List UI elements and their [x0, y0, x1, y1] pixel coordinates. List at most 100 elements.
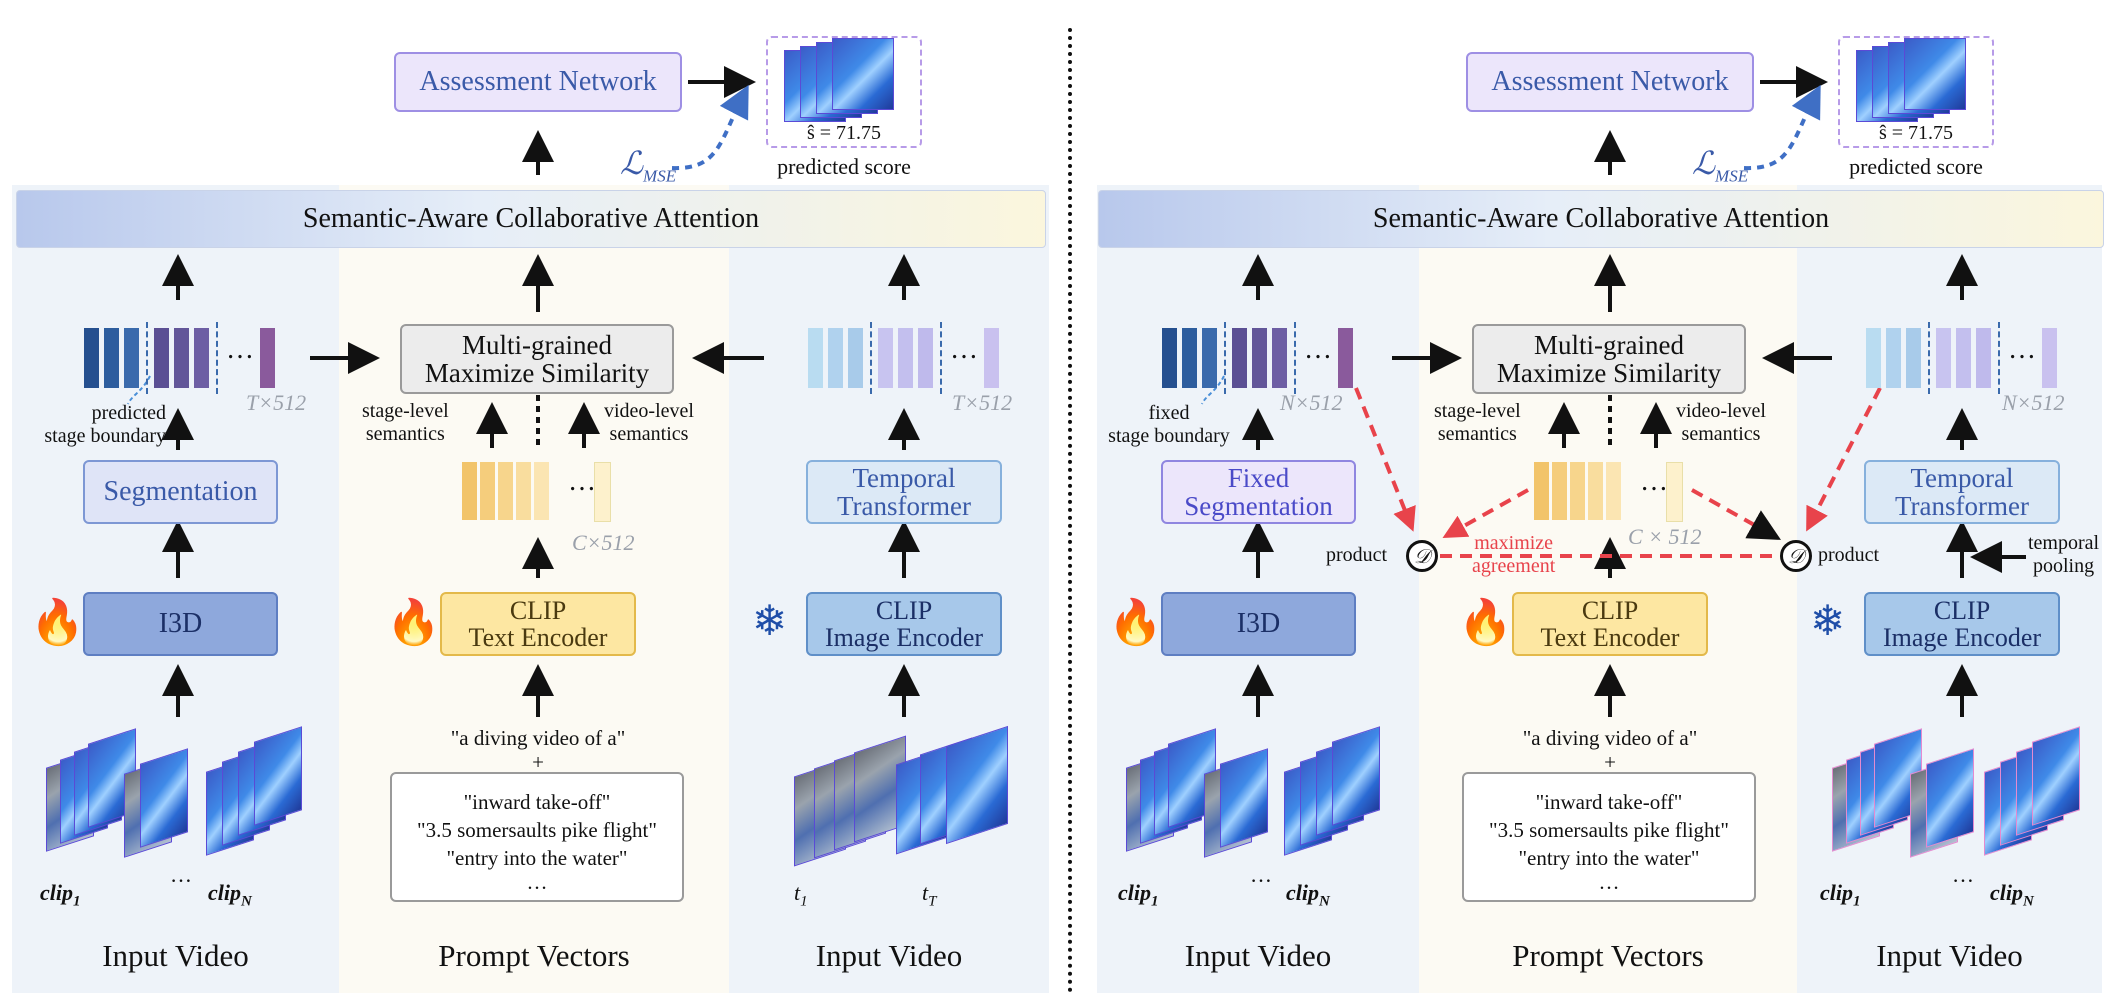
left-prompt-2: "3.5 somersaults pike flight" [417, 818, 657, 842]
left-score-frame-4 [832, 38, 894, 110]
left-score-box [766, 36, 922, 148]
left-image-dots: … [950, 334, 978, 365]
left-tT-label: tT [922, 880, 937, 910]
left-panel-video-b-bg [729, 185, 1049, 993]
left-snowflake-icon: ❄ [752, 599, 788, 645]
right-text-dim-label: C × 512 [1628, 524, 1702, 549]
right-footer-input-video-a: Input Video [1184, 938, 1332, 973]
left-clipN-frame-d [254, 726, 302, 826]
left-assessment-network: Assessment Network [394, 52, 682, 112]
left-fire-icon-clip-text: 🔥 [386, 598, 441, 647]
right-text-dots: … [1640, 466, 1668, 497]
right-clipN-frame-d [1332, 726, 1380, 826]
right-panel-video-a-bg [1097, 185, 1419, 993]
left-text-dots: … [568, 466, 596, 497]
left-clip1-label: clip1 [40, 880, 81, 910]
right-clip1-label-b: clip1 [1820, 880, 1861, 910]
left-t1-label: t1 [794, 880, 808, 910]
right-product-label-right: product [1818, 544, 1880, 566]
left-clip-mid-frame-b [140, 748, 188, 848]
left-prompt-head: "a diving video of a" [450, 726, 626, 750]
left-footer-prompt-vectors: Prompt Vectors [438, 938, 630, 973]
left-predicted-score-label: predicted score [777, 154, 911, 179]
center-divider [1068, 28, 1072, 993]
right-b-clip-mid-frame-b [1926, 748, 1974, 848]
left-video-dots: … [226, 334, 254, 365]
right-prompt-1: "inward take-off" [1535, 790, 1683, 814]
right-assessment-network: Assessment Network [1466, 52, 1754, 112]
left-segmentation-box: Segmentation [83, 460, 278, 524]
right-score-frame-4 [1904, 38, 1966, 110]
left-frame-tT-c [946, 725, 1008, 845]
left-prompt-1: "inward take-off" [463, 790, 611, 814]
left-prompt-3: "entry into the water" [446, 846, 628, 870]
right-product-label-left: product [1326, 544, 1388, 566]
right-image-dots: … [2008, 334, 2036, 365]
left-dim-label-b: T×512 [952, 390, 1013, 415]
left-fire-icon-i3d: 🔥 [30, 598, 85, 647]
right-clip-dots-b: … [1952, 862, 1974, 887]
right-score-value: ŝ = 71.75 [1878, 122, 1954, 144]
right-b-clipN-frame-d [2032, 726, 2080, 826]
right-fire-icon-clip-text: 🔥 [1458, 598, 1513, 647]
right-clipN-label-b: clipN [1990, 880, 2034, 910]
left-i3d-box: I3D [83, 592, 278, 656]
left-clip-dots: … [170, 862, 192, 887]
right-clipN-label-a: clipN [1286, 880, 1330, 910]
left-score-value: ŝ = 71.75 [806, 122, 882, 144]
right-clip-mid-frame-b [1220, 748, 1268, 848]
right-footer-prompt-vectors: Prompt Vectors [1512, 938, 1704, 973]
left-panel-video-a-bg [12, 185, 339, 993]
left-footer-input-video-b: Input Video [815, 938, 963, 973]
right-prompt-dots: … [1598, 870, 1620, 894]
right-score-box [1838, 36, 1994, 148]
right-prompt-box [1462, 772, 1756, 902]
left-footer-input-video-a: Input Video [102, 938, 249, 973]
left-sac-bar: Semantic-Aware Collaborative Attention [16, 190, 1046, 248]
right-dim-label-a: N×512 [1280, 390, 1343, 415]
right-fire-icon-i3d: 🔥 [1108, 598, 1163, 647]
right-snowflake-icon: ❄ [1810, 599, 1846, 645]
right-i3d-box: I3D [1161, 592, 1356, 656]
right-dim-label-b: N×512 [2002, 390, 2065, 415]
right-predicted-score-label: predicted score [1849, 154, 1983, 179]
right-panel-video-b-bg [1797, 185, 2102, 993]
left-dim-label-a: T×512 [246, 390, 307, 415]
right-footer-input-video-b: Input Video [1876, 938, 2023, 973]
left-prompt-dots: … [526, 870, 548, 894]
right-sac-bar: Semantic-Aware Collaborative Attention [1098, 190, 2104, 248]
right-clip1-label-a: clip1 [1118, 880, 1159, 910]
right-d-circle-right: 𝒟 [1780, 540, 1812, 572]
left-prompt-plus: + [532, 750, 544, 774]
left-clipN-label: clipN [208, 880, 252, 910]
right-prompt-plus: + [1604, 750, 1616, 774]
right-loss-mse: ℒMSE [1692, 145, 1749, 186]
right-prompt-2: "3.5 somersaults pike flight" [1489, 818, 1729, 842]
right-d-circle-left: 𝒟 [1406, 540, 1438, 572]
right-video-dots: … [1304, 334, 1332, 365]
left-loss-mse: ℒMSE [620, 145, 677, 186]
right-clip-dots-a: … [1250, 862, 1272, 887]
right-prompt-3: "entry into the water" [1518, 846, 1700, 870]
left-prompt-box [390, 772, 684, 902]
left-text-dim-label: C×512 [572, 530, 635, 555]
right-prompt-head: "a diving video of a" [1522, 726, 1698, 750]
